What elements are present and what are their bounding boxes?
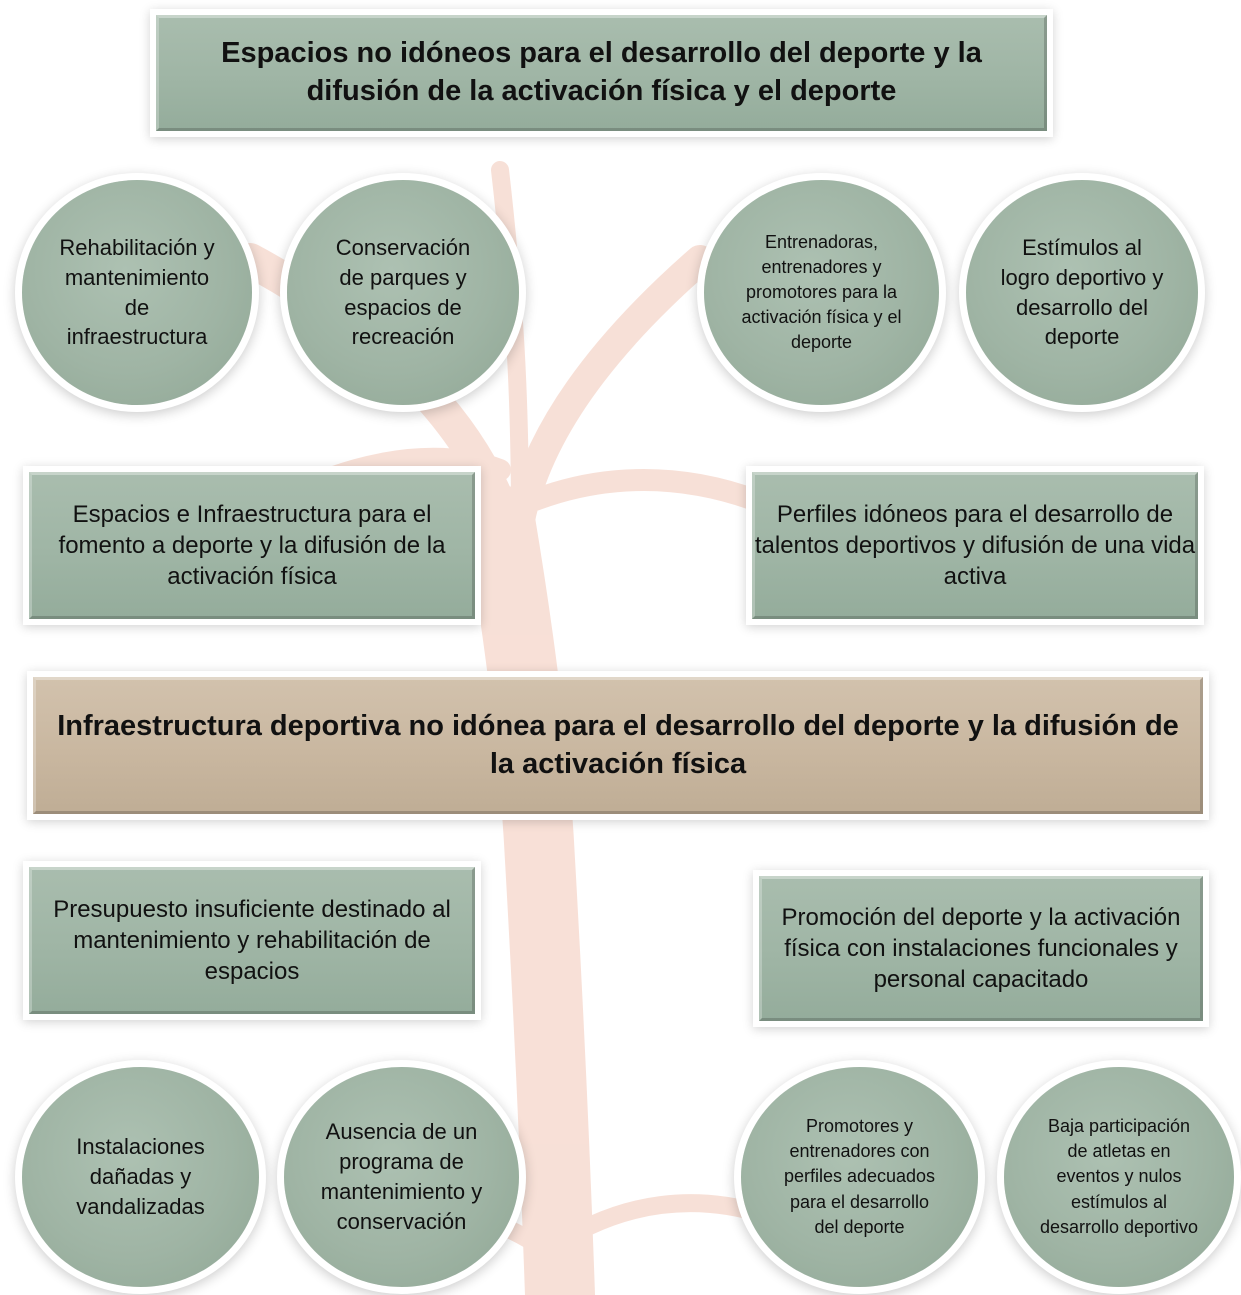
circle-label: Estímulos al logro deportivo y desarroll… — [1000, 234, 1164, 350]
central-title: Infraestructura deportiva no idónea para… — [57, 709, 1179, 780]
top-title-box: Espacios no idóneos para el desarrollo d… — [156, 15, 1047, 131]
box-presupuesto-insuficiente: Presupuesto insuficiente destinado al ma… — [29, 867, 475, 1014]
circle-label: Baja participación de atletas en eventos… — [1039, 1116, 1199, 1237]
top-title: Espacios no idóneos para el desarrollo d… — [221, 37, 982, 107]
central-problem-box: Infraestructura deportiva no idónea para… — [33, 677, 1203, 814]
box-promocion-deporte: Promoción del deporte y la activación fí… — [759, 876, 1203, 1021]
circle-conservacion-parques: Conservación de parques y espacios de re… — [287, 180, 519, 405]
circle-ausencia-programa: Ausencia de un programa de mantenimiento… — [284, 1067, 519, 1287]
circle-baja-participacion: Baja participación de atletas en eventos… — [1004, 1067, 1234, 1287]
circle-label: Promotores y entrenadores con perfiles a… — [783, 1116, 936, 1237]
box-label: Promoción del deporte y la activación fí… — [781, 903, 1181, 994]
circle-label: Ausencia de un programa de mantenimiento… — [320, 1119, 483, 1234]
circle-estimulos-logro: Estímulos al logro deportivo y desarroll… — [966, 180, 1198, 405]
box-perfiles-idoneos: Perfiles idóneos para el desarrollo de t… — [752, 472, 1198, 619]
box-label: Presupuesto insuficiente destinado al ma… — [53, 895, 451, 986]
circle-label: Instalaciones dañadas y vandalizadas — [76, 1134, 205, 1219]
circle-label: Entrenadoras, entrenadores y promotores … — [741, 231, 902, 353]
circle-rehabilitacion: Rehabilitación y mantenimiento de infrae… — [22, 180, 252, 405]
circle-label: Rehabilitación y mantenimiento de infrae… — [59, 234, 215, 350]
box-espacios-infraestructura: Espacios e Infraestructura para el fomen… — [29, 472, 475, 619]
circle-entrenadoras: Entrenadoras, entrenadores y promotores … — [704, 180, 939, 405]
box-label: Espacios e Infraestructura para el fomen… — [58, 500, 446, 591]
box-label: Perfiles idóneos para el desarrollo de t… — [754, 500, 1196, 591]
circle-instalaciones-danadas: Instalaciones dañadas y vandalizadas — [22, 1067, 259, 1287]
circle-promotores-entrenadores: Promotores y entrenadores con perfiles a… — [741, 1067, 978, 1287]
circle-label: Conservación de parques y espacios de re… — [335, 234, 471, 350]
